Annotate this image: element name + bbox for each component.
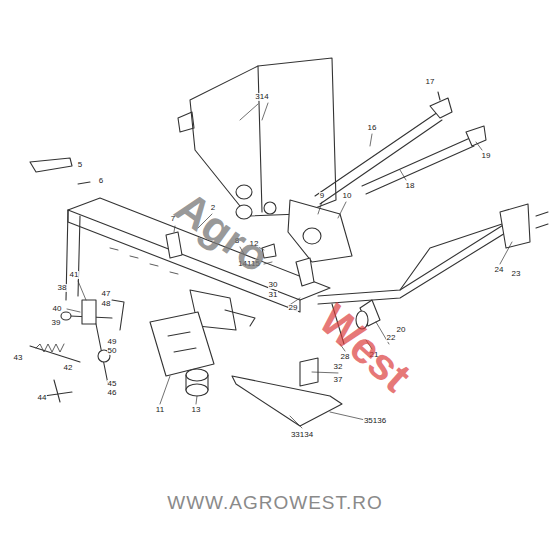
shoe-block xyxy=(150,312,214,376)
callout-number: 30 xyxy=(268,281,279,289)
callout-number: 10 xyxy=(342,192,353,200)
callout-number: 45 xyxy=(107,380,118,388)
callout-number: 48 xyxy=(101,300,112,308)
plate-tab xyxy=(178,112,194,132)
callout-number: 35136 xyxy=(363,417,387,425)
spring-rod xyxy=(30,346,80,362)
mount-arm xyxy=(225,310,255,326)
lift-frame-arm xyxy=(400,222,508,290)
callout-number: 29 xyxy=(288,304,299,312)
callout-number: 50 xyxy=(107,347,118,355)
washer xyxy=(61,312,71,320)
plate-edge xyxy=(258,66,262,212)
callout-number: 47 xyxy=(101,290,112,298)
callout-number: 49 xyxy=(107,338,118,346)
spring xyxy=(36,344,64,352)
callout-number: 9 xyxy=(319,192,325,200)
callout-number: 20 xyxy=(396,326,407,334)
callout-number: 33134 xyxy=(290,431,314,439)
callout-number: 16 xyxy=(367,124,378,132)
bar-end xyxy=(430,98,452,118)
bushing xyxy=(264,202,276,214)
website-url: WWW.AGROWEST.RO xyxy=(167,493,383,512)
callout-number: 24 xyxy=(494,266,505,274)
callout-number: 18 xyxy=(405,182,416,190)
bracket xyxy=(82,300,96,324)
bushing xyxy=(303,228,321,244)
pivot-bracket xyxy=(288,200,352,262)
bar-end xyxy=(466,126,486,146)
link-bar xyxy=(362,138,474,194)
callout-number: 11 xyxy=(155,406,165,414)
rubber-mount xyxy=(186,384,208,396)
stop-plate xyxy=(44,380,72,402)
callout-number: 40 xyxy=(52,305,63,313)
bolt xyxy=(438,92,440,100)
callout-number: 17 xyxy=(425,78,436,86)
rubber-mount xyxy=(186,369,208,381)
hitch-plate xyxy=(500,204,530,248)
lift-frame xyxy=(318,222,510,304)
skid xyxy=(232,376,342,426)
callout-number: 13 xyxy=(191,406,202,414)
callout-number: 19 xyxy=(481,152,492,160)
bushing xyxy=(236,185,252,199)
callout-number: 44 xyxy=(37,394,48,402)
callout-number: 38 xyxy=(57,284,68,292)
frame-holes xyxy=(110,248,178,274)
callout-number: 42 xyxy=(63,364,74,372)
callout-number: 314 xyxy=(254,93,269,101)
shoe-slot xyxy=(168,332,196,352)
callout-number: 32 xyxy=(333,363,344,371)
leader-lines xyxy=(67,103,512,428)
callout-number: 5 xyxy=(77,161,83,169)
bolt xyxy=(78,182,90,184)
handle xyxy=(30,158,72,172)
pin xyxy=(166,232,182,258)
frame-leg xyxy=(66,210,80,300)
callout-number: 6 xyxy=(98,177,104,185)
callout-number: 41 xyxy=(69,271,80,279)
callout-number: 43 xyxy=(13,354,24,362)
plate-small xyxy=(296,258,314,286)
link-bar xyxy=(315,112,442,204)
callout-number: 37 xyxy=(333,376,344,384)
callout-number: 23 xyxy=(511,270,522,278)
callout-number: 31 xyxy=(268,291,279,299)
bolt xyxy=(536,212,548,228)
spacer xyxy=(112,300,124,330)
side-plate xyxy=(190,58,336,216)
callout-number: 39 xyxy=(51,319,62,327)
callout-number: 46 xyxy=(107,389,118,397)
